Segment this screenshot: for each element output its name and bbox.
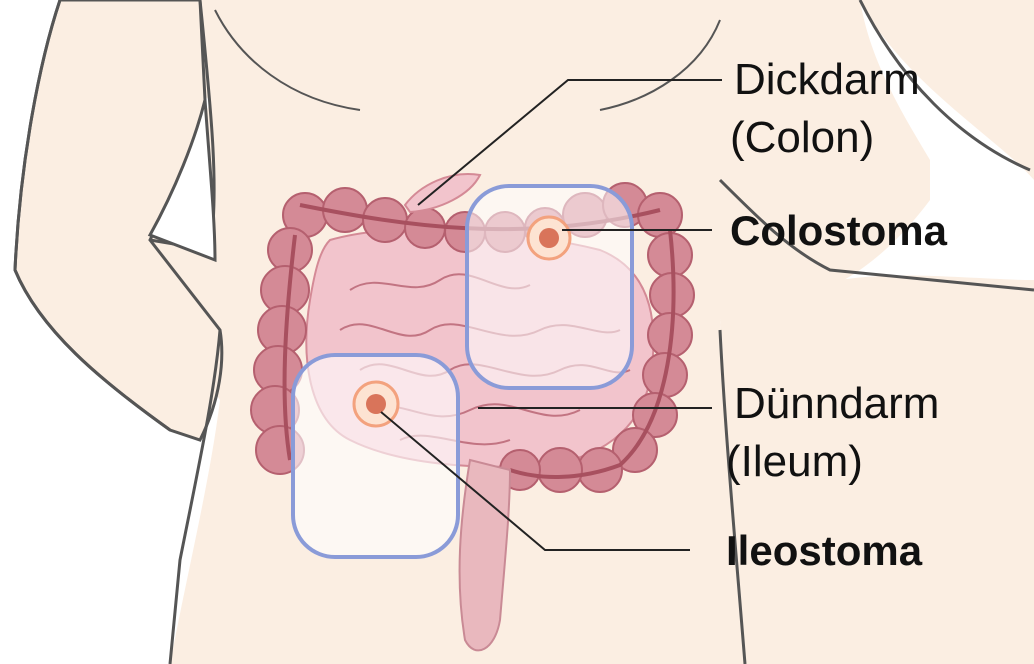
label-colon: (Colon): [730, 116, 874, 160]
label-dickdarm: Dickdarm: [734, 58, 920, 102]
ileostoma-stoma: [354, 382, 398, 426]
label-ileostoma: Ileostoma: [726, 530, 922, 572]
label-colostoma: Colostoma: [730, 210, 947, 252]
colostoma-stoma: [528, 217, 570, 259]
label-ileum: (Ileum): [726, 440, 863, 484]
label-duenndarm: Dünndarm: [734, 382, 939, 426]
